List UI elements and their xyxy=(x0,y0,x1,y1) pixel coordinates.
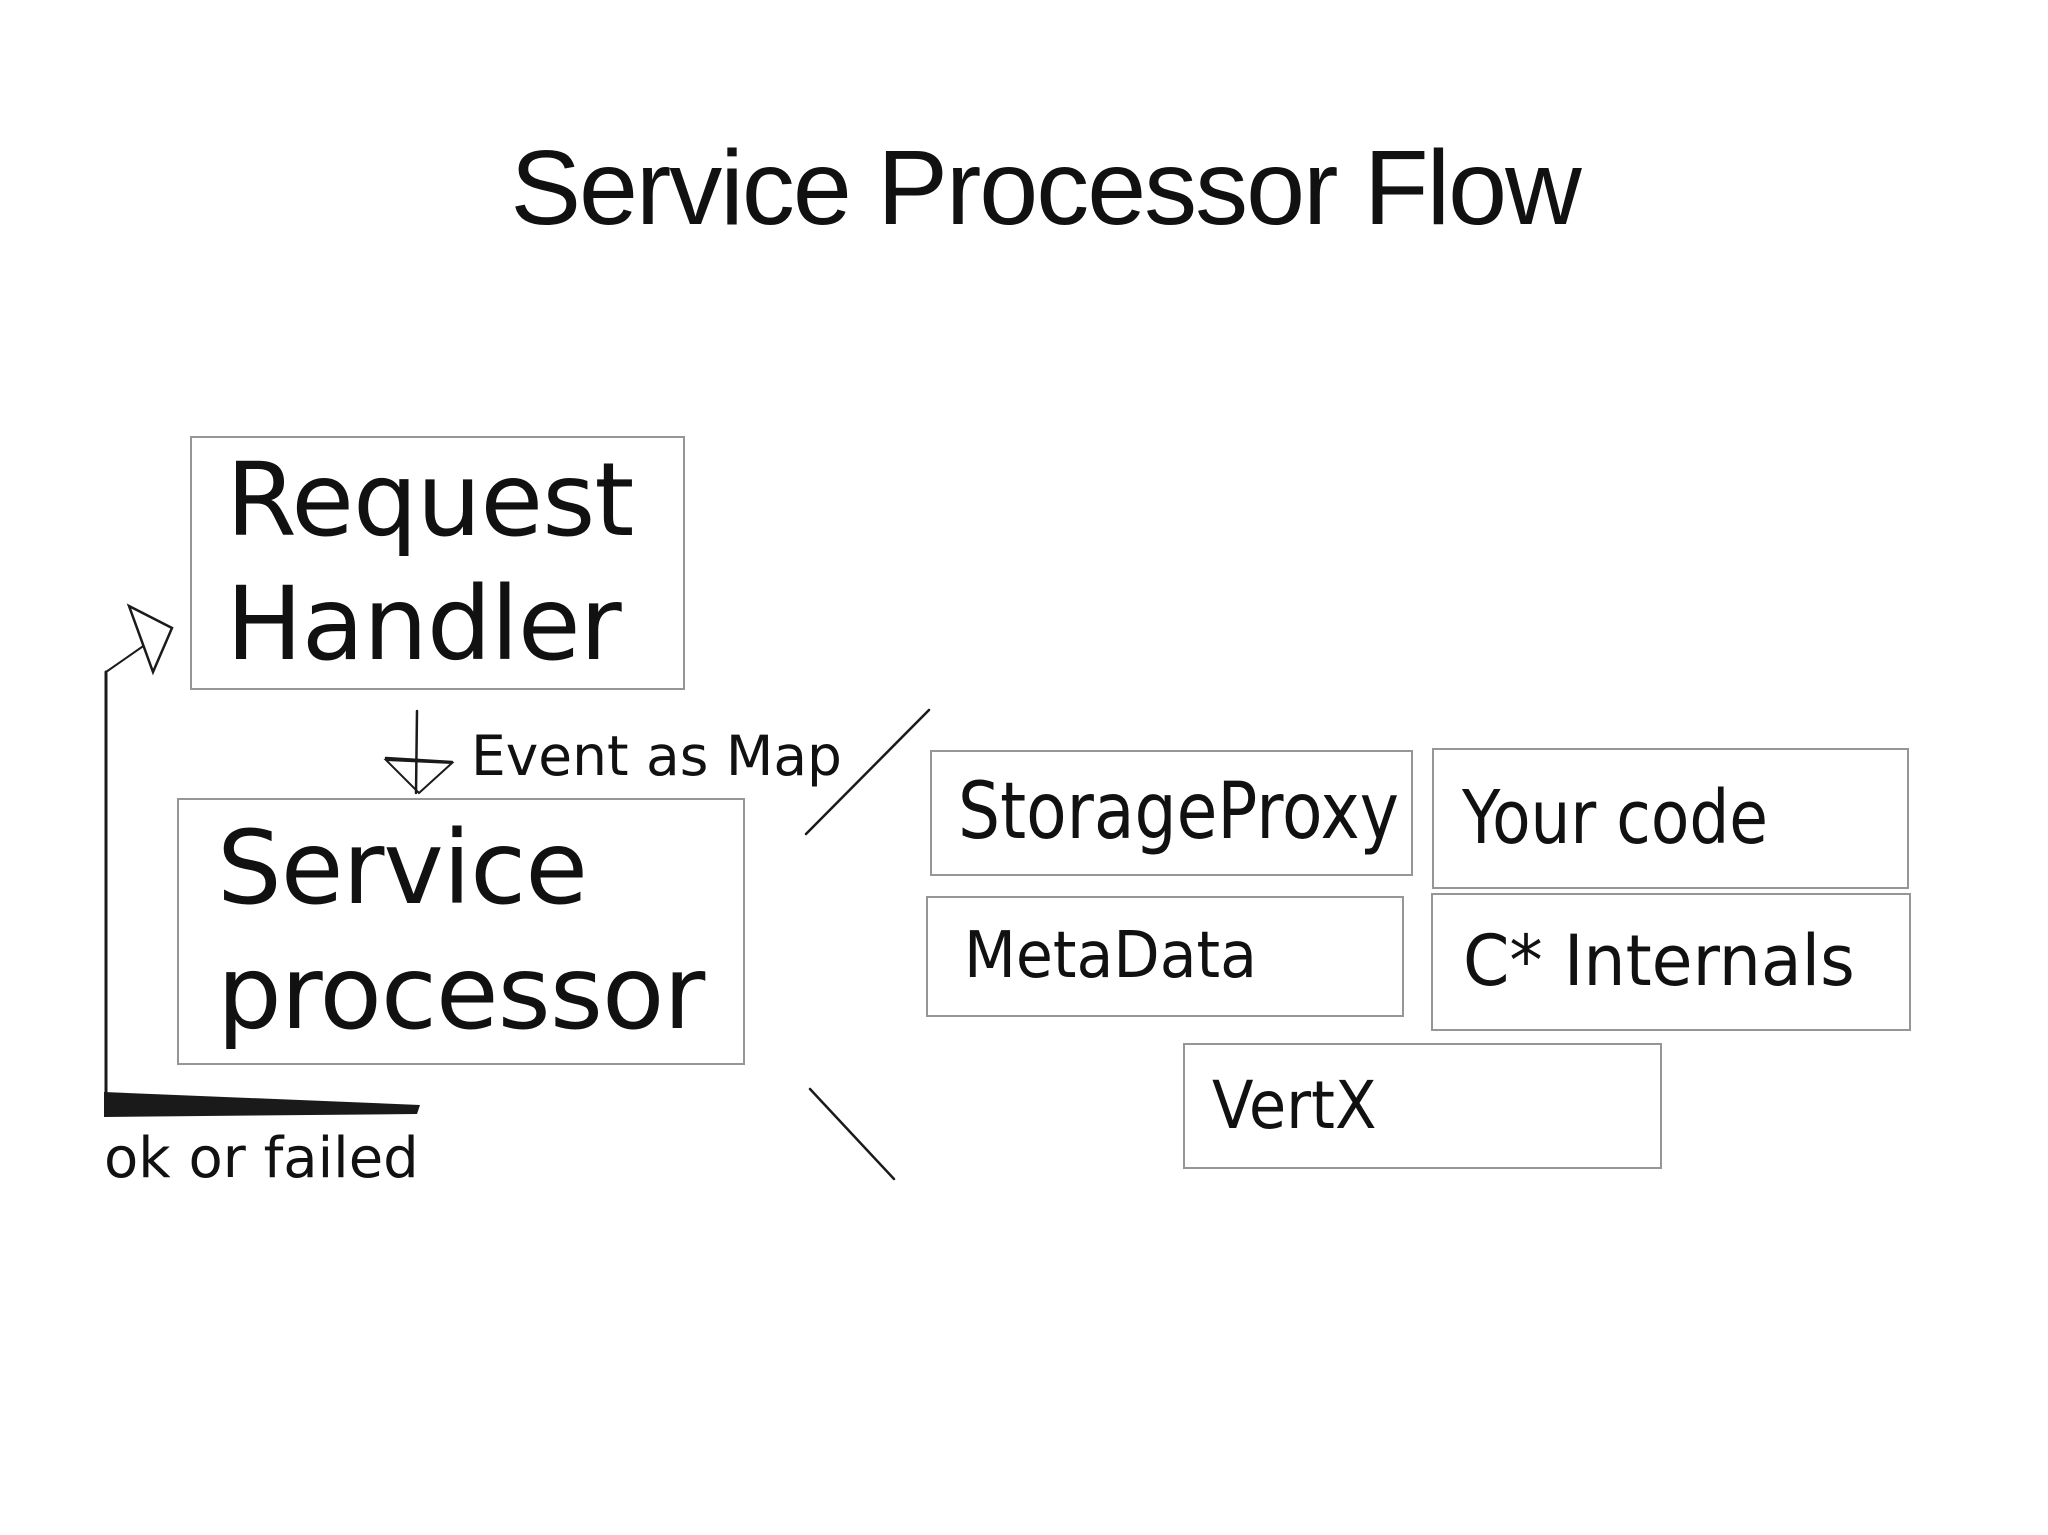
node-your-code: Your code xyxy=(1432,748,1909,889)
node-c-internals-label: C* Internals xyxy=(1463,920,1855,1003)
upper-diagonal-line xyxy=(804,708,931,836)
node-metadata: MetaData xyxy=(926,896,1404,1017)
feedback-swoosh xyxy=(104,1092,420,1117)
node-your-code-label: Your code xyxy=(1462,775,1768,862)
event-as-map-label: Event as Map xyxy=(471,724,842,788)
node-vertx: VertX xyxy=(1183,1043,1662,1169)
node-request-handler-line1: Request xyxy=(226,440,634,560)
page-title: Service Processor Flow xyxy=(510,129,1581,247)
node-metadata-label: MetaData xyxy=(964,919,1258,994)
feedback-arrow xyxy=(104,603,420,1117)
event-arrowhead-icon xyxy=(383,758,455,795)
node-service-processor: Service processor xyxy=(177,798,745,1065)
node-request-handler: Request Handler xyxy=(190,436,685,690)
node-c-internals: C* Internals xyxy=(1431,893,1911,1031)
node-vertx-label: VertX xyxy=(1212,1066,1377,1144)
lower-diagonal-line xyxy=(808,1087,896,1181)
feedback-arrowhead-icon xyxy=(126,603,174,676)
event-arrow-shaft xyxy=(414,709,419,795)
event-arrow-crossbar xyxy=(384,756,454,764)
node-storage-proxy-label: StorageProxy xyxy=(958,767,1400,858)
node-service-processor-line1: Service xyxy=(217,809,588,929)
node-request-handler-line2: Handler xyxy=(226,565,622,684)
event-down-arrow xyxy=(383,709,455,795)
ok-or-failed-label: ok or failed xyxy=(104,1126,419,1191)
node-storage-proxy: StorageProxy xyxy=(930,750,1413,876)
node-service-processor-line2: processor xyxy=(217,933,705,1053)
